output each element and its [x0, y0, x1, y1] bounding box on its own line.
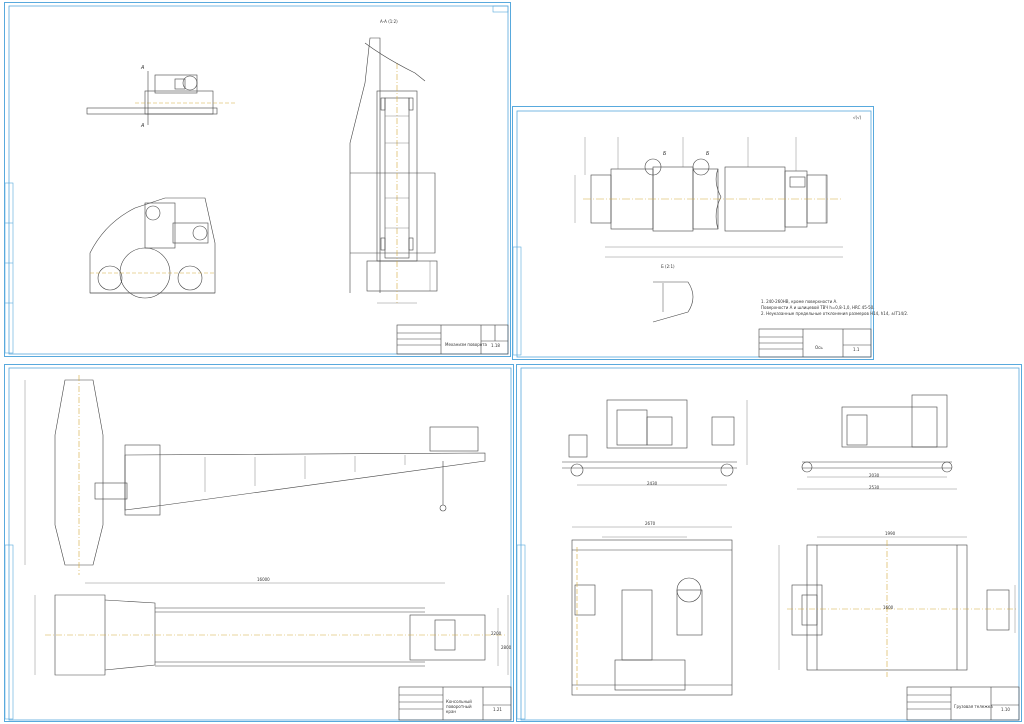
drawing-sheet-rotation-mechanism[interactable]: А-А (1:2) А А Механизм поворота 1.18: [4, 2, 511, 357]
drawing-code: 1.10: [1001, 707, 1010, 712]
section-mark-1: Б: [663, 151, 667, 157]
drawing-code: 1.1: [853, 347, 860, 352]
sheet-title: Ось: [815, 345, 823, 350]
section-mark-2: Б: [706, 151, 710, 157]
tech-note-2: Поверхности А и шлицевой ТВЧ h=0,8-1,0, …: [761, 305, 875, 310]
detail-label: Б (2:1): [661, 264, 675, 269]
dim-side-outer: 2530: [869, 485, 880, 490]
tech-note-1: 1. 240-260НВ, кроме поверхности А.: [761, 299, 838, 304]
dim-front-base: 2430: [647, 481, 658, 486]
drawing-jib-crane: [5, 367, 512, 721]
drawing-code: 1.21: [493, 707, 502, 712]
dim-plan-width: 2670: [645, 521, 656, 526]
corner-roughness-note: √(√): [853, 115, 862, 120]
dim-width-outer: 2800: [501, 645, 512, 650]
sheet-title: Грузовая тележка: [954, 704, 993, 709]
drawing-code: 1.18: [491, 343, 500, 348]
drawing-trolley: [517, 367, 1020, 721]
tech-note-3: 2. Неуказанные предельные отклонения раз…: [761, 311, 909, 316]
drawing-rotation-mechanism: [5, 5, 509, 355]
drawing-sheet-jib-crane[interactable]: 16000 2200 2800 Консольный поворотный кр…: [4, 364, 514, 722]
dim-width-inner: 2200: [491, 631, 502, 636]
dim-span: 16000: [257, 577, 270, 582]
dim-drum-dia: 1600: [883, 605, 894, 610]
view-mark-bottom: А: [141, 123, 145, 129]
view-mark-top: А: [141, 65, 145, 71]
section-label: А-А (1:2): [380, 19, 398, 24]
drawing-sheet-axle[interactable]: √(√) Б Б Б (2:1) 1. 240-260НВ, кроме пов…: [512, 106, 908, 360]
drawing-axle: [513, 110, 872, 358]
sheet-title: Консольный поворотный кран: [446, 699, 472, 714]
sheet-title: Механизм поворота: [445, 342, 487, 347]
dim-side-inner: 2030: [869, 473, 880, 478]
drawing-sheet-trolley[interactable]: 2430 2030 2530 2670 1990 1600 Грузовая т…: [516, 364, 1022, 722]
dim-drum-length: 1990: [885, 531, 896, 536]
